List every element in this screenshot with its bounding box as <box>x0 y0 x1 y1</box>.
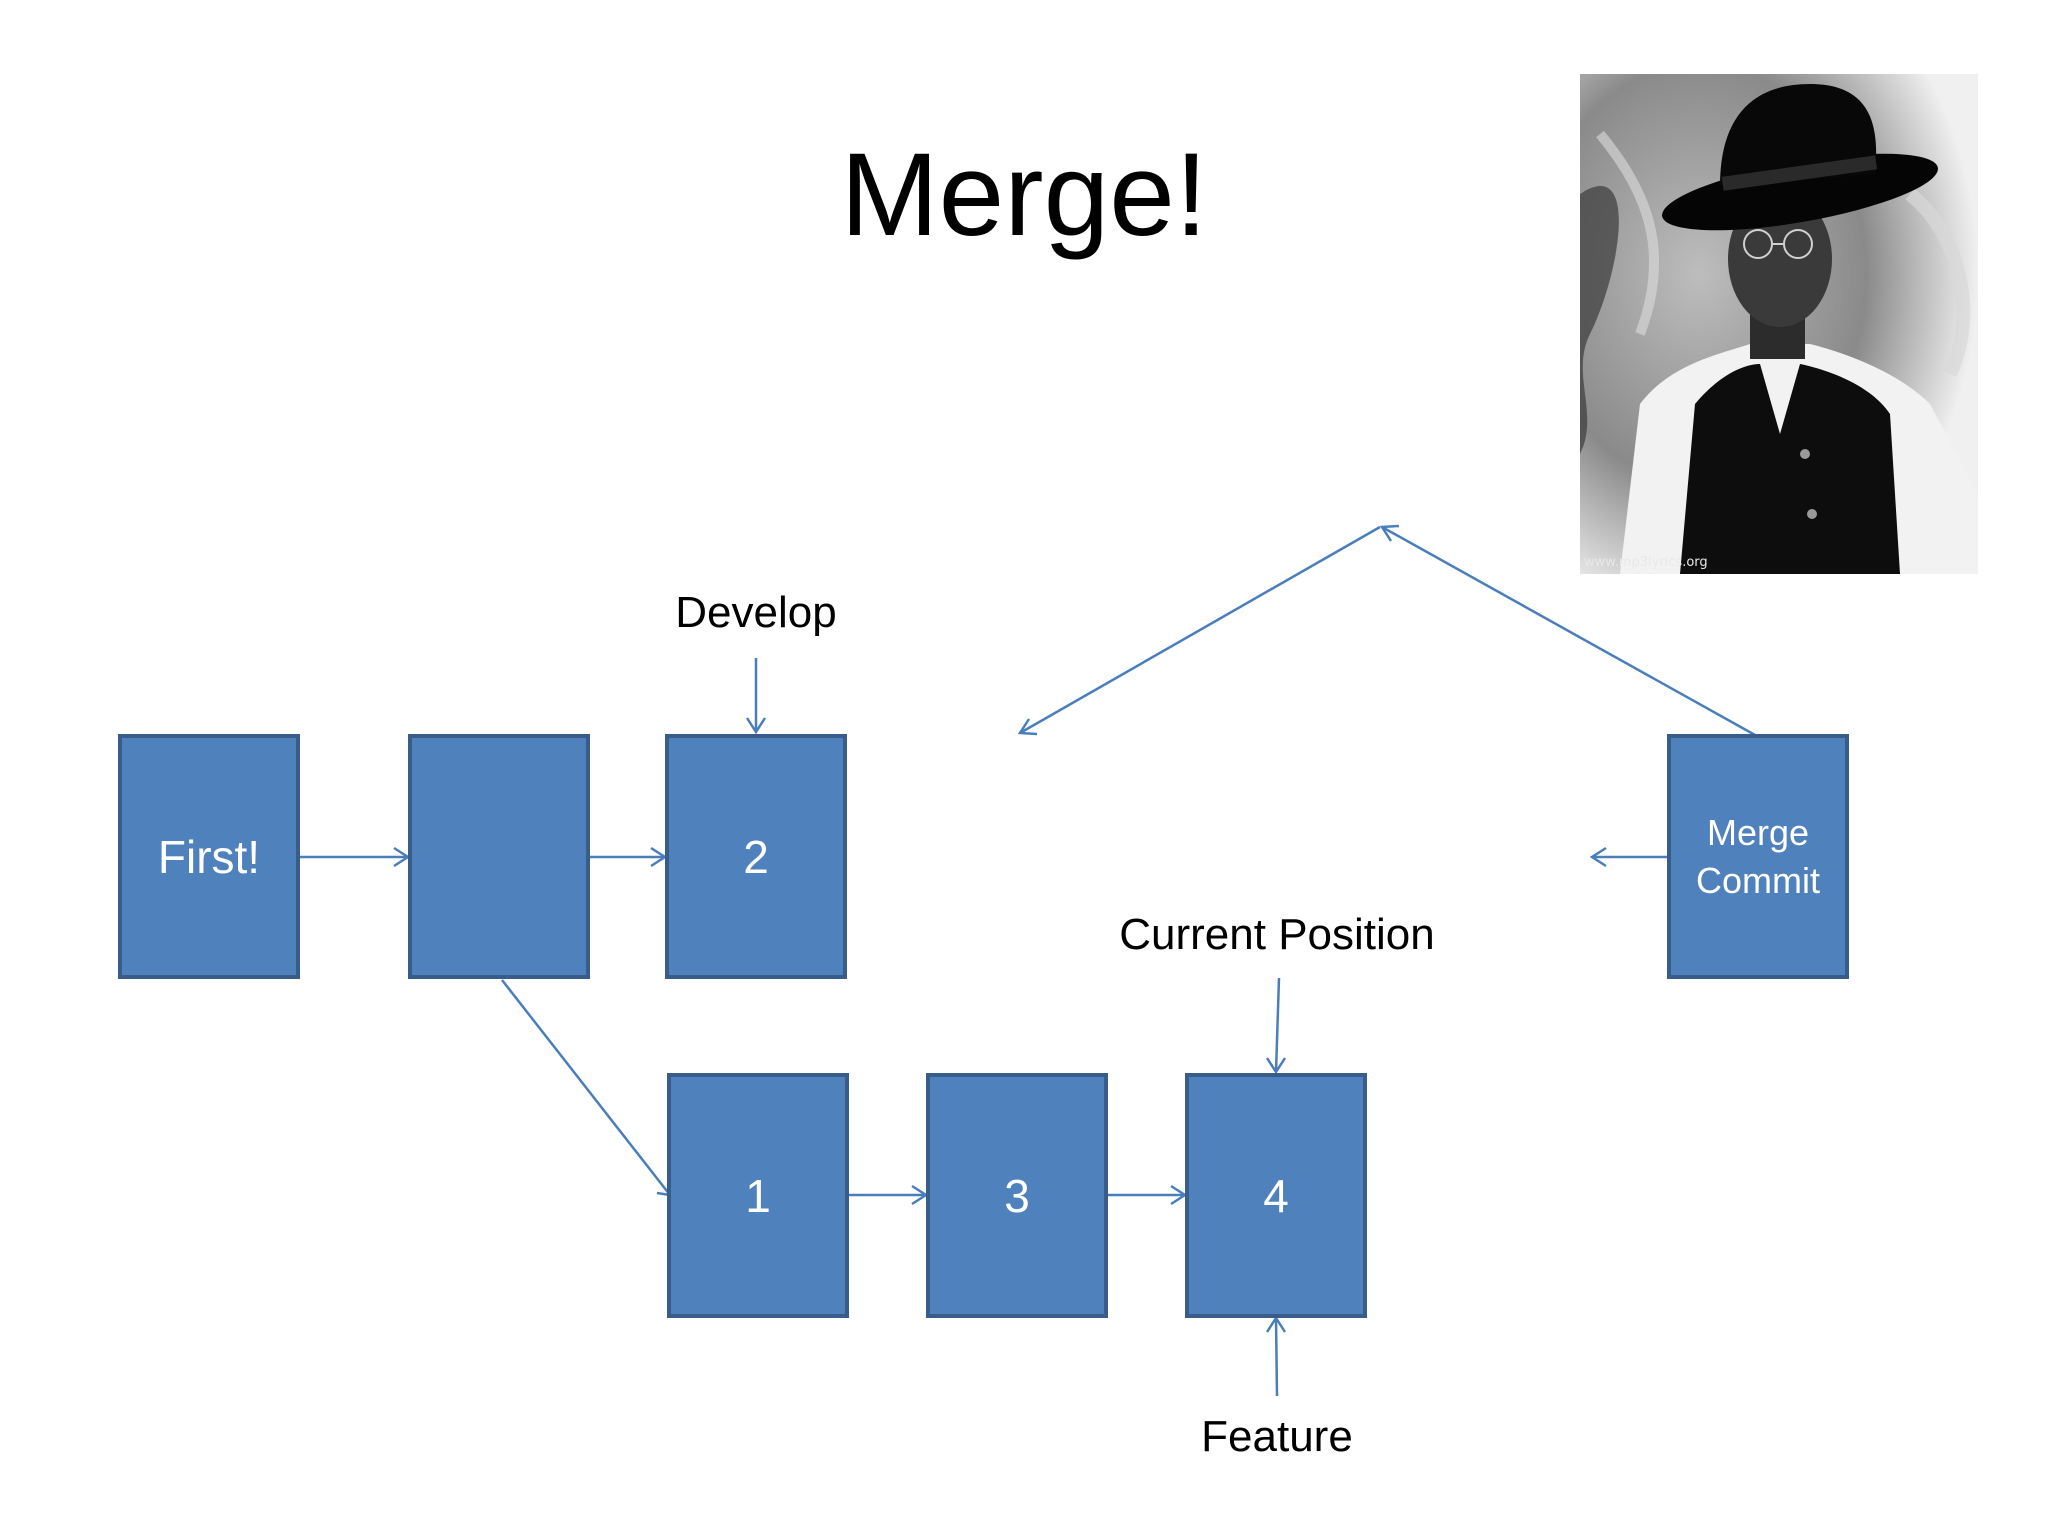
commit-unnamed <box>408 734 590 979</box>
label-feature: Feature <box>1201 1412 1353 1461</box>
arrow-apex-down-left <box>1019 525 1381 735</box>
commit-2: 2 <box>665 734 847 979</box>
photo-drawing <box>1580 74 1978 574</box>
photo-watermark: www.mp3lyrics.org <box>1584 555 1708 570</box>
label-current-position: Current Position <box>1119 910 1435 959</box>
arrowhead-down-left <box>1017 718 1038 736</box>
merge-commit: Merge Commit <box>1667 734 1849 979</box>
arrow-merge-to-apex <box>1381 525 1756 737</box>
arrowhead-apex <box>1379 524 1400 542</box>
commit-1: 1 <box>667 1073 849 1318</box>
arrowhead-develop <box>745 717 767 735</box>
commit-4: 4 <box>1185 1073 1367 1318</box>
man-in-hat-photo: www.mp3lyrics.org <box>1580 74 1978 574</box>
arrow-current-position-to-4 <box>1274 977 1281 1073</box>
arrowhead-feature <box>1265 1315 1287 1333</box>
label-develop: Develop <box>675 588 837 637</box>
arrowhead-merge-left <box>1589 846 1607 868</box>
arrow-unnamed-to-1 <box>501 979 671 1196</box>
commit-first: First! <box>118 734 300 979</box>
arrowhead-current-position <box>1265 1057 1287 1075</box>
slide-title: Merge! <box>840 129 1208 261</box>
arrow-feature-to-4 <box>1274 1317 1279 1397</box>
commit-3: 3 <box>926 1073 1108 1318</box>
